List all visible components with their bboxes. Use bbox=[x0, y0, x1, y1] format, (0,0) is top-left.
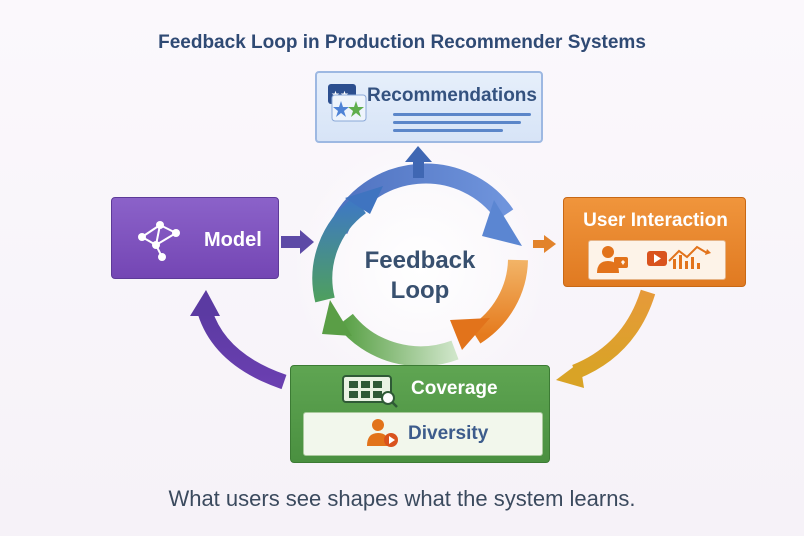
list-line bbox=[393, 121, 521, 124]
arrow-user-to-coverage bbox=[556, 289, 656, 388]
user-video-activity-icon bbox=[597, 245, 711, 273]
rating-stars-icon: ★★ bbox=[328, 84, 367, 122]
model-node: Model bbox=[111, 197, 279, 279]
model-label: Model bbox=[204, 229, 262, 251]
arrow-model-to-loop bbox=[281, 230, 314, 254]
network-graph-icon bbox=[138, 221, 180, 261]
loop-arrow-right bbox=[469, 259, 528, 344]
arrow-coverage-to-model bbox=[190, 290, 287, 390]
loop-arrowhead-top bbox=[482, 200, 522, 246]
loop-arrowhead-right bbox=[450, 318, 490, 350]
loop-arrowhead-bottom bbox=[322, 300, 352, 336]
grid-search-icon bbox=[342, 375, 398, 408]
center-label-line1: Feedback bbox=[364, 247, 476, 274]
list-line bbox=[393, 129, 503, 132]
page-title: Feedback Loop in Production Recommender … bbox=[158, 32, 646, 53]
coverage-diversity-node: Coverage Diversity bbox=[290, 365, 550, 463]
user-interaction-label: User Interaction bbox=[583, 210, 728, 231]
loop-arrow-left bbox=[312, 196, 367, 303]
recommendations-node: ★★ Recommendations bbox=[315, 71, 543, 143]
diversity-panel: Diversity bbox=[303, 412, 543, 456]
user-interaction-panel bbox=[588, 240, 726, 280]
list-line bbox=[393, 113, 531, 116]
user-interaction-node: User Interaction bbox=[563, 197, 746, 287]
coverage-label: Coverage bbox=[411, 378, 498, 399]
center-label-line2: Loop bbox=[390, 277, 450, 304]
recommendations-label: Recommendations bbox=[367, 85, 537, 106]
feedback-loop-center-label: Feedback Loop bbox=[334, 246, 506, 306]
caption: What users see shapes what the system le… bbox=[168, 486, 636, 511]
loop-arrow-bottom bbox=[337, 313, 459, 367]
arrow-to-user-interaction bbox=[533, 235, 556, 253]
user-video-icon bbox=[367, 419, 398, 447]
diversity-label: Diversity bbox=[408, 423, 489, 444]
arrow-to-recommendations bbox=[405, 146, 432, 178]
loop-arrowhead-left bbox=[345, 186, 383, 214]
